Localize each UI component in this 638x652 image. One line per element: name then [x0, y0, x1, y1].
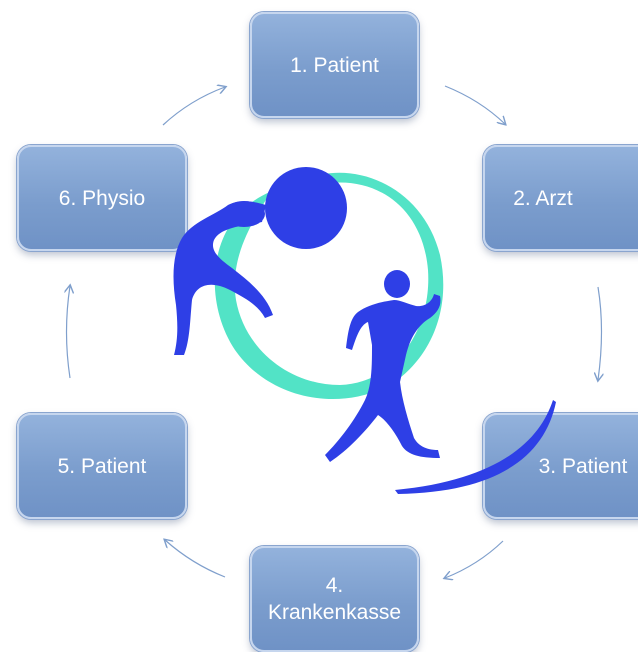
step-box-5: 5. Patient: [17, 413, 187, 519]
exercise-ball-icon: [265, 167, 347, 249]
step-box-1: 1. Patient: [250, 12, 419, 118]
arrow-6-to-1: [162, 87, 225, 126]
step-box-2: 2. Arzt: [483, 145, 638, 251]
arrow-3-to-4: [445, 540, 504, 578]
arrow-5-to-6: [67, 286, 71, 379]
arrow-2-to-3: [598, 286, 602, 380]
step-box-6: 6. Physio: [17, 145, 187, 251]
step-label-3: 3. Patient: [538, 454, 628, 478]
step-label-4: 4. Krankenkasse: [267, 574, 402, 624]
walking-person-icon: [325, 270, 441, 462]
stretching-person-with-ball-icon: [173, 201, 273, 355]
step-box-4: 4. Krankenkasse: [250, 546, 419, 652]
step-label-5: 5. Patient: [57, 454, 147, 478]
step-label-2: 2. Arzt: [513, 186, 573, 210]
arrow-4-to-5: [165, 540, 226, 578]
blue-swoosh: [395, 400, 556, 494]
step-label-6: 6. Physio: [58, 186, 146, 210]
arrow-1-to-2: [444, 85, 505, 124]
step-label-1: 1. Patient: [290, 53, 379, 77]
